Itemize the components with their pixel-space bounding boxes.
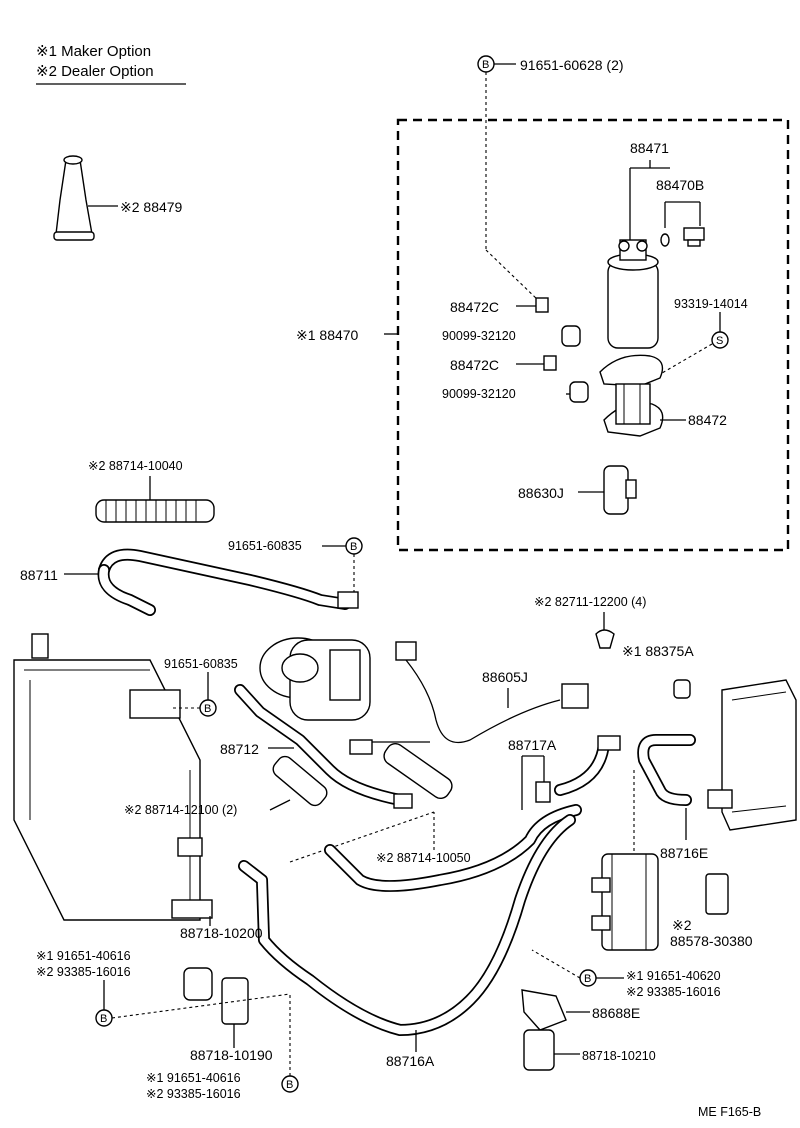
label-88688e: 88688E <box>592 1005 640 1021</box>
label-88605j: 88605J <box>482 669 528 685</box>
svg-text:B: B <box>286 1079 293 1091</box>
compressor <box>259 637 371 721</box>
label-88578-30380: 88578-30380 <box>670 933 753 949</box>
label-93385-16016-right: ※2 93385-16016 <box>626 985 721 999</box>
label-91651-40616-left: ※1 91651-40616 <box>36 949 131 963</box>
label-88716a: 88716A <box>386 1053 435 1069</box>
label-88718-10210: 88718-10210 <box>582 1049 656 1063</box>
clamp-88718-10190 <box>183 967 249 1025</box>
label-88470b: 88470B <box>656 177 704 193</box>
svg-text:B: B <box>584 973 591 985</box>
sight-glass-parts <box>660 227 705 247</box>
expansion-valve <box>591 770 659 951</box>
bolt-marker-bottom: B <box>281 994 299 1093</box>
receiver-dryer <box>607 239 659 349</box>
legend-maker-option: ※1 Maker Option <box>36 43 151 60</box>
bolt-marker-condenser: B <box>172 672 217 717</box>
oring-90099-upper <box>561 325 581 347</box>
label-90099-32120-lower: 90099-32120 <box>442 387 516 401</box>
hose-88711 <box>97 548 359 616</box>
label-88472c-lower: 88472C <box>450 357 499 373</box>
evaporator <box>707 679 797 831</box>
label-93385-16016-bottom: ※2 93385-16016 <box>146 1087 241 1101</box>
receiver-bracket <box>599 354 664 437</box>
label-88717a: 88717A <box>508 737 557 753</box>
boot-88479 <box>53 155 95 241</box>
label-88718-10190: 88718-10190 <box>190 1047 273 1063</box>
label-88375a: ※1 88375A <box>622 643 694 659</box>
label-88714-10050: ※2 88714-10050 <box>376 851 471 865</box>
legend: ※1 Maker Option ※2 Dealer Option <box>36 43 186 85</box>
bolt-marker-left: B <box>95 980 291 1027</box>
label-91651-40616-bottom: ※1 91651-40616 <box>146 1071 241 1085</box>
condenser <box>13 633 201 921</box>
receiver-group-box <box>396 118 790 552</box>
legend-dealer-option: ※2 Dealer Option <box>36 63 154 80</box>
plug-88472c-lower <box>543 355 557 371</box>
label-88712: 88712 <box>220 741 259 757</box>
bracket-88688e <box>521 989 567 1071</box>
svg-text:B: B <box>350 541 357 553</box>
condenser-fittings <box>171 837 213 919</box>
screw-marker: S <box>649 312 729 381</box>
figure-code: ME F165-B <box>698 1105 761 1119</box>
label-88716e: 88716E <box>660 845 708 861</box>
label-88470: ※1 88470 <box>296 327 359 343</box>
label-88472: 88472 <box>688 412 727 428</box>
label-91651-60628: 91651-60628 (2) <box>520 57 624 73</box>
valve-88375a <box>673 679 691 699</box>
label-82711-12200: ※2 82711-12200 (4) <box>534 595 646 609</box>
tube-88717a <box>324 781 582 892</box>
svg-text:S: S <box>716 335 723 347</box>
bolt-marker-top: B <box>477 55 541 303</box>
seal-88578 <box>705 873 729 915</box>
tube-88716a <box>238 735 621 1036</box>
label-88471: 88471 <box>630 140 669 156</box>
svg-text:B: B <box>204 703 211 715</box>
svg-text:B: B <box>482 59 489 71</box>
label-88630j: 88630J <box>518 485 564 501</box>
label-93319-14014: 93319-14014 <box>674 297 748 311</box>
label-88714-12100: ※2 88714-12100 (2) <box>124 803 237 817</box>
label-88714-10040: ※2 88714-10040 <box>88 459 183 473</box>
label-91651-40620: ※1 91651-40620 <box>626 969 721 983</box>
bolt-marker-right: B <box>531 949 624 987</box>
label-88718-10200: 88718-10200 <box>180 925 263 941</box>
harness-88605j <box>349 641 589 755</box>
bolt-marker-88711: B <box>345 537 363 592</box>
label-88479: ※2 88479 <box>120 199 183 215</box>
plug-88472c-upper <box>535 297 549 313</box>
svg-text:B: B <box>100 1013 107 1025</box>
label-88711: 88711 <box>20 567 58 583</box>
label-91651-60835-upper: 91651-60835 <box>228 539 302 553</box>
tube-88716e <box>637 734 696 806</box>
insulator-88714-12100 <box>272 755 328 807</box>
clamp-82711 <box>595 629 615 649</box>
oring-90099-lower <box>569 381 589 403</box>
label-88472c-upper: 88472C <box>450 299 499 315</box>
label-88578-star: ※2 <box>672 917 692 933</box>
insulator-ribs <box>105 500 197 522</box>
pressure-switch <box>603 465 637 515</box>
insulator-88714-10050 <box>383 743 453 799</box>
label-91651-60835-lower: 91651-60835 <box>164 657 238 671</box>
label-90099-32120-upper: 90099-32120 <box>442 329 516 343</box>
label-93385-16016-left: ※2 93385-16016 <box>36 965 131 979</box>
hose-88712 <box>234 684 413 809</box>
